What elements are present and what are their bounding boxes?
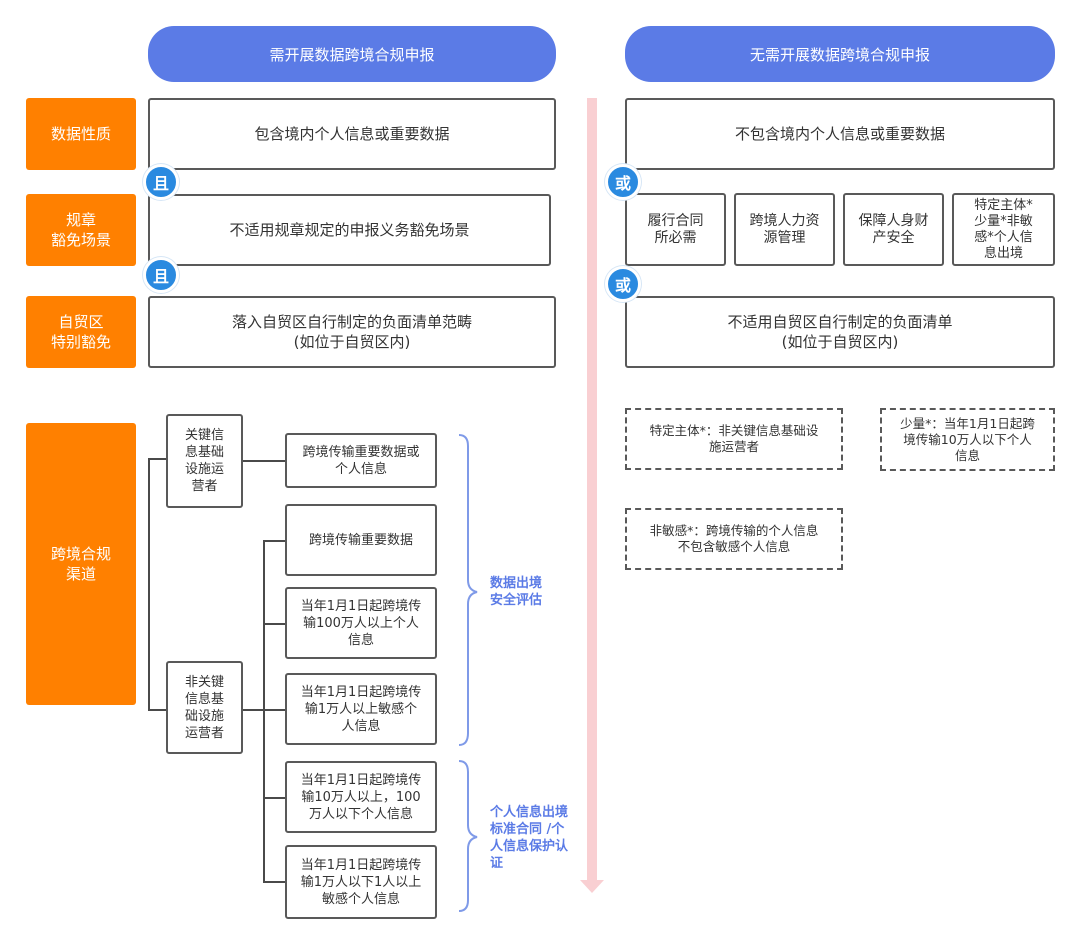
node-cii-operator: 关键信 息基础 设施运 营者 xyxy=(166,414,243,508)
tree-leaf-branch-3 xyxy=(263,709,285,711)
leaf-cii-transfer: 跨境传输重要数据或 个人信息 xyxy=(285,433,437,488)
header-no-declaration: 无需开展数据跨境合规申报 xyxy=(625,26,1055,82)
box-ftz-not-applicable: 不适用自贸区自行制定的负面清单 (如位于自贸区内) xyxy=(625,296,1055,368)
leaf-important-data: 跨境传输重要数据 xyxy=(285,504,437,576)
or-connector-1: 或 xyxy=(605,164,641,200)
label-security-assessment: 数据出境 安全评估 xyxy=(490,576,543,608)
and-connector-2: 且 xyxy=(143,257,179,293)
tree-non-cii-stem xyxy=(243,709,263,711)
tree-leaf-branch-5 xyxy=(263,881,285,883)
tree-branch-cii xyxy=(148,458,168,460)
box-specific-subject: 特定主体* 少量*非敏 感*个人信 息出境 xyxy=(952,193,1055,266)
leaf-1m-personal-info: 当年1月1日起跨境传 输100万人以上个人 信息 xyxy=(285,587,437,659)
or-connector-2: 或 xyxy=(605,266,641,302)
tree-branch-non-cii xyxy=(148,709,168,711)
node-non-cii-operator: 非关键 信息基 础设施 运营者 xyxy=(166,661,243,754)
tree-leaf-branch-4 xyxy=(263,797,285,799)
header-requires-declaration: 需开展数据跨境合规申报 xyxy=(148,26,556,82)
brace-assessment xyxy=(458,434,478,746)
category-compliance-channel: 跨境合规 渠道 xyxy=(26,423,136,705)
leaf-10k-sensitive: 当年1月1日起跨境传 输1万人以上敏感个 人信息 xyxy=(285,673,437,745)
tree-leaf-trunk xyxy=(263,540,265,883)
category-data-nature: 数据性质 xyxy=(26,98,136,170)
note-non-sensitive: 非敏感*：跨境传输的个人信息 不包含敏感个人信息 xyxy=(625,508,843,570)
note-small-amount: 少量*：当年1月1日起跨 境传输10万人以下个人 信息 xyxy=(880,408,1055,471)
tree-leaf-branch-2 xyxy=(263,623,285,625)
note-specific-subject: 特定主体*：非关键信息基础设 施运营者 xyxy=(625,408,843,470)
tree-cii-to-leaf xyxy=(243,460,285,462)
tree-main-trunk xyxy=(148,458,150,711)
label-standard-contract: 个人信息出境 标准合同 /个 人信息保护认 证 xyxy=(490,805,569,871)
box-contract-necessary: 履行合同 所必需 xyxy=(625,193,726,266)
divider-line xyxy=(587,98,597,882)
box-contains-personal-data: 包含境内个人信息或重要数据 xyxy=(148,98,556,170)
divider-arrow-head xyxy=(580,880,604,893)
leaf-under-10k-sensitive: 当年1月1日起跨境传 输1万人以下1人以上 敏感个人信息 xyxy=(285,845,437,919)
box-no-exemption-scene: 不适用规章规定的申报义务豁免场景 xyxy=(148,194,551,266)
and-connector-1: 且 xyxy=(143,164,179,200)
category-exemption-scene: 规章 豁免场景 xyxy=(26,194,136,266)
category-ftz-exemption: 自贸区 特别豁免 xyxy=(26,296,136,368)
brace-group xyxy=(458,434,478,912)
box-hr-management: 跨境人力资 源管理 xyxy=(734,193,835,266)
box-ftz-negative-list: 落入自贸区自行制定的负面清单范畴 (如位于自贸区内) xyxy=(148,296,556,368)
box-safety-protection: 保障人身财 产安全 xyxy=(843,193,944,266)
leaf-100k-1m-personal: 当年1月1日起跨境传 输10万人以上，100 万人以下个人信息 xyxy=(285,761,437,833)
brace-contract xyxy=(458,760,478,912)
box-no-personal-data: 不包含境内个人信息或重要数据 xyxy=(625,98,1055,170)
tree-leaf-branch-1 xyxy=(263,540,285,542)
